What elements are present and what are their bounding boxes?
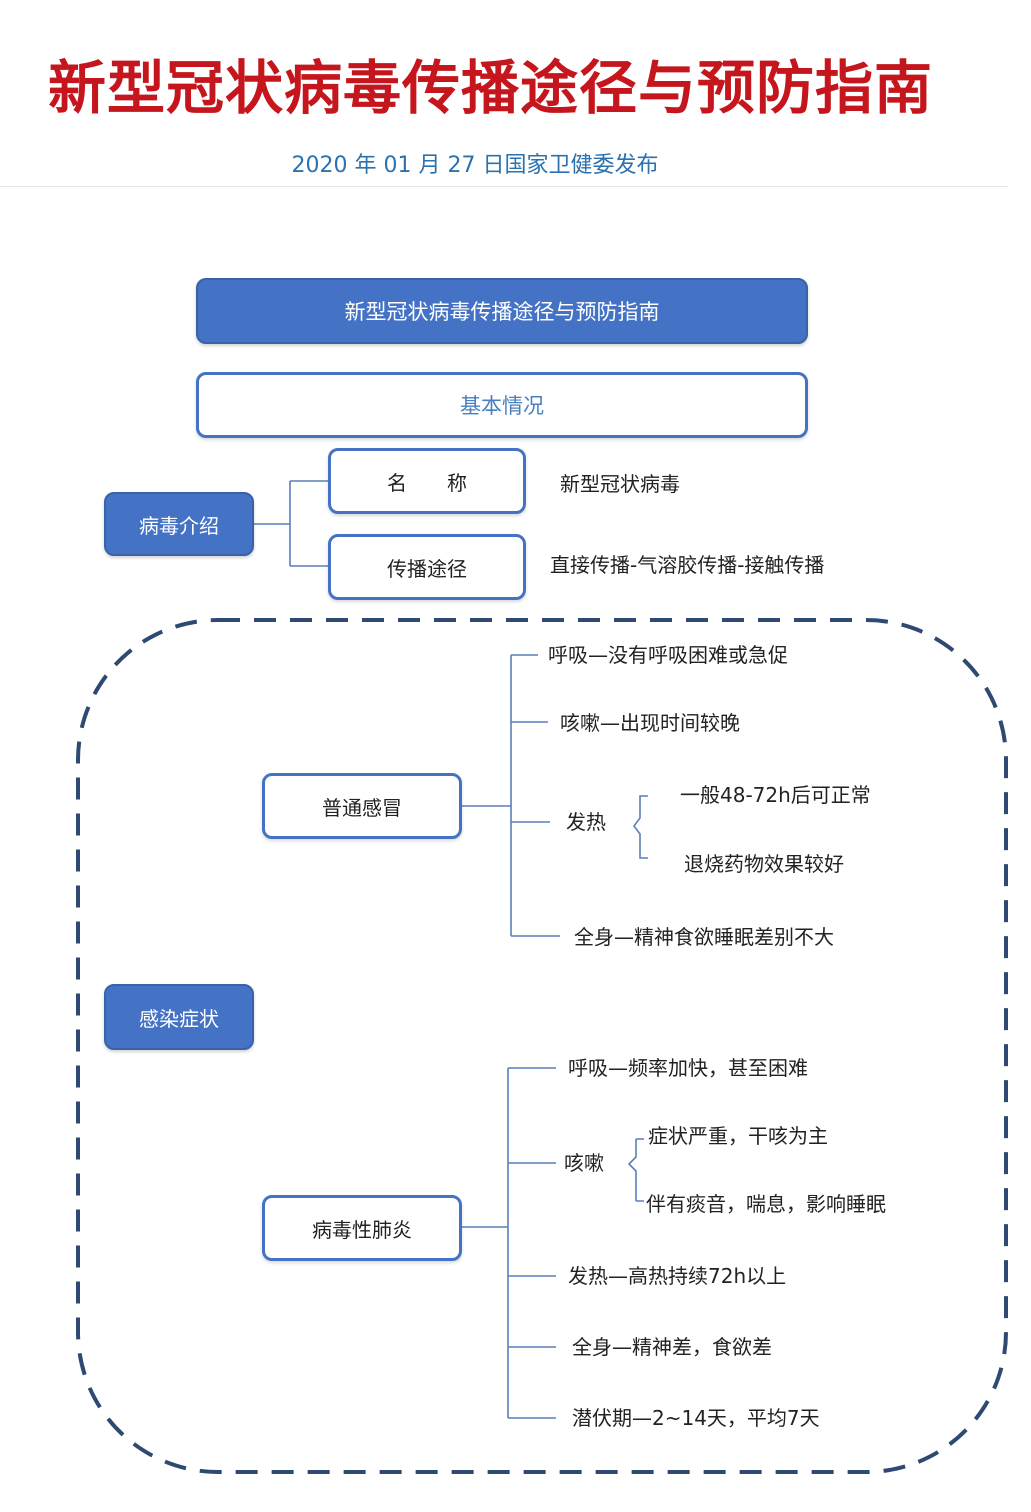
cold-fever-item: 退烧药物效果较好 — [684, 852, 844, 876]
pneumonia-body: 全身—精神差，食欲差 — [572, 1335, 772, 1359]
virus-intro-box: 病毒介绍 — [104, 492, 254, 556]
symptoms-dashed-frame — [76, 618, 1008, 1474]
cold-fever: 发热 — [566, 810, 606, 834]
pneumonia-fever: 发热—高热持续72h以上 — [568, 1264, 787, 1288]
name-box: 名 称 — [328, 448, 526, 514]
cough-brace — [627, 1138, 644, 1202]
pneumonia-cough-item: 症状严重，干咳为主 — [648, 1124, 828, 1148]
cold-cough: 咳嗽—出现时间较晚 — [560, 711, 740, 735]
common-cold-connector — [462, 654, 560, 937]
route-box: 传播途径 — [328, 534, 526, 600]
diagram-title-banner: 新型冠状病毒传播途径与预防指南 — [196, 278, 808, 344]
name-value: 新型冠状病毒 — [560, 472, 680, 496]
page-title: 新型冠状病毒传播途径与预防指南 — [48, 54, 934, 122]
cold-body: 全身—精神食欲睡眠差别不大 — [574, 925, 834, 949]
pneumonia-cough-item: 伴有痰音，喘息，影响睡眠 — [646, 1192, 886, 1216]
symptoms-box: 感染症状 — [104, 984, 254, 1050]
virus-intro-connector — [254, 480, 328, 567]
route-value: 直接传播-气溶胶传播-接触传播 — [550, 553, 825, 577]
pneumonia-incubation: 潜伏期—2~14天，平均7天 — [572, 1406, 820, 1430]
cold-breathing: 呼吸—没有呼吸困难或急促 — [548, 643, 788, 667]
basic-info-box: 基本情况 — [196, 372, 808, 438]
common-cold-box: 普通感冒 — [262, 773, 462, 839]
header-divider — [0, 186, 1008, 187]
pneumonia-connector — [462, 1067, 556, 1419]
publish-date: 2020 年 01 月 27 日国家卫健委发布 — [291, 153, 659, 178]
viral-pneumonia-box: 病毒性肺炎 — [262, 1195, 462, 1261]
fever-brace — [633, 795, 648, 859]
cold-fever-item: 一般48-72h后可正常 — [680, 783, 871, 807]
pneumonia-cough: 咳嗽 — [564, 1151, 604, 1175]
pneumonia-breathing: 呼吸—频率加快，甚至困难 — [568, 1056, 808, 1080]
